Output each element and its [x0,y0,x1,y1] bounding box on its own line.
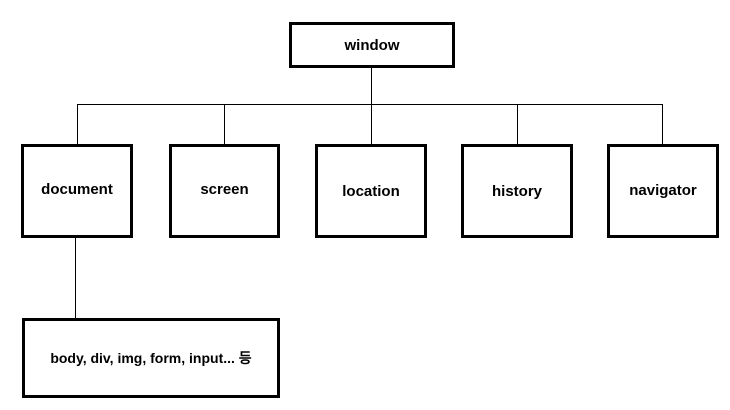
node-history-label: history [491,182,542,200]
connector-to-navigator [662,104,663,146]
connector-horizontal-bus [77,104,662,105]
connector-document-to-elements [75,236,76,320]
node-window-label: window [344,36,400,54]
node-document-elements-label: body, div, img, form, input... 등 [50,350,252,366]
node-document-label: document [41,180,113,198]
node-navigator-label: navigator [629,181,697,199]
node-location: location [315,144,427,238]
node-history: history [461,144,573,238]
node-screen-label: screen [200,180,249,198]
connector-to-screen [224,104,225,146]
connector-to-location [371,104,372,146]
connector-to-history [517,104,518,146]
node-document: document [21,144,133,238]
node-document-elements: body, div, img, form, input... 등 [22,318,280,398]
node-location-label: location [342,182,400,200]
connector-root-down [371,66,372,104]
node-window: window [289,22,455,68]
node-navigator: navigator [607,144,719,238]
node-screen: screen [169,144,280,238]
connector-to-document [77,104,78,146]
